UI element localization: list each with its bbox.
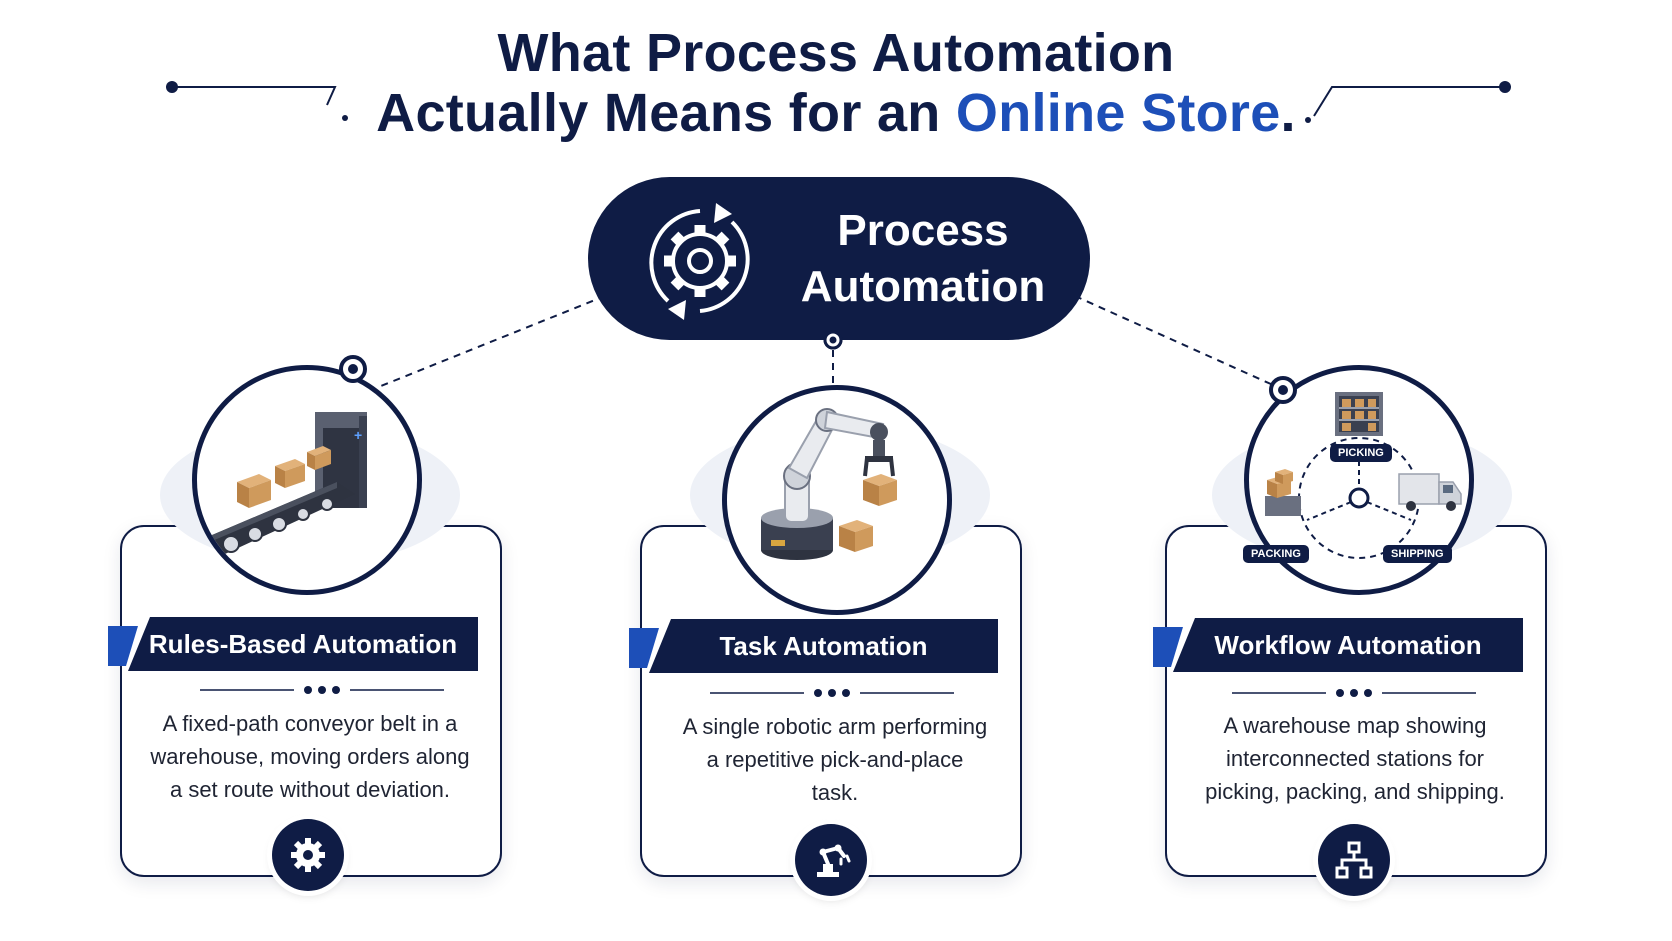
warehouse-map-icon	[1265, 392, 1462, 559]
card-1-desc-line: a set route without deviation.	[169, 777, 451, 802]
process-automation-hub: Process Automation	[588, 177, 1090, 340]
card-1-divider	[200, 686, 444, 694]
page-title-line-1: What Process Automation	[497, 23, 1175, 83]
card-2-divider	[710, 689, 954, 697]
card-2-title: Task Automation	[649, 619, 998, 673]
card-2-ribbon-tab	[629, 628, 659, 668]
robotic-arm-illustration	[722, 385, 952, 615]
robotic-arm-icon	[761, 408, 897, 560]
card-3-desc-line: picking, packing, and shipping.	[1205, 779, 1505, 804]
card-2-badge	[795, 824, 867, 896]
card-1-description: A fixed-path conveyor belt in a warehous…	[130, 707, 490, 806]
station-tag-picking: PICKING	[1330, 444, 1392, 462]
flowchart-icon	[1335, 841, 1373, 879]
conveyor-belt-icon: +	[205, 412, 367, 554]
card-1-desc-line: A fixed-path conveyor belt in a	[162, 711, 458, 736]
card-2-desc-line: a repetitive pick-and-place	[706, 747, 964, 772]
card-3-badge	[1318, 824, 1390, 896]
card-1-connector-dot	[339, 355, 367, 383]
station-tag-packing: PACKING	[1243, 545, 1309, 563]
title-decoration-right	[1305, 81, 1511, 123]
card-3-desc-line: interconnected stations for	[1225, 746, 1485, 771]
card-2-description: A single robotic arm performing a repeti…	[655, 710, 1015, 809]
page-title-line-2: Actually Means for an Online Store.	[0, 82, 1672, 144]
gear-icon	[291, 838, 325, 872]
robot-arm-icon	[817, 844, 851, 877]
title-highlight: Online Store	[955, 83, 1281, 143]
card-2-connector-dot	[823, 330, 843, 350]
gear-cycle-icon	[649, 203, 750, 320]
svg-text:+: +	[354, 427, 362, 443]
card-1-badge	[272, 819, 344, 891]
card-3-desc-line: A warehouse map showing	[1223, 713, 1487, 738]
card-1-ribbon-tab	[108, 626, 138, 666]
card-3-connector-dot	[1269, 376, 1297, 404]
hub-label-line-2: Automation	[800, 262, 1046, 311]
hub-label-line-1: Process	[837, 206, 1009, 255]
title-decoration-left	[166, 81, 348, 121]
hub-label: Process Automation	[778, 203, 1068, 315]
conveyor-illustration: +	[192, 365, 422, 595]
title-suffix: .	[1280, 83, 1296, 143]
card-1-desc-line: warehouse, moving orders along	[150, 744, 470, 769]
title-prefix: Actually Means for an	[376, 83, 956, 143]
card-3-description: A warehouse map showing interconnected s…	[1175, 709, 1535, 808]
card-3-divider	[1232, 689, 1476, 697]
card-3-title: Workflow Automation	[1173, 618, 1523, 672]
station-tag-shipping: SHIPPING	[1383, 545, 1452, 563]
card-3-ribbon-tab	[1153, 627, 1183, 667]
card-2-desc-line: task.	[811, 780, 859, 805]
card-1-title: Rules-Based Automation	[128, 617, 478, 671]
card-2-desc-line: A single robotic arm performing	[682, 714, 988, 739]
